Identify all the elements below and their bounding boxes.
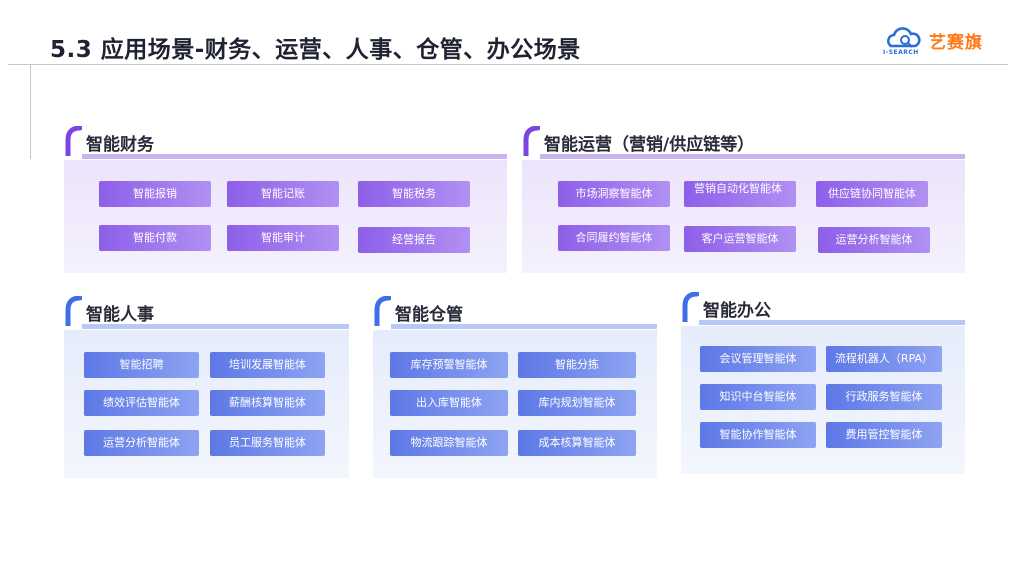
chip-operations-1[interactable]: 市场洞察智能体: [558, 181, 670, 207]
section-title-warehouse: 智能仓管: [395, 305, 463, 325]
section-title-hr: 智能人事: [86, 305, 154, 325]
chip-office-5[interactable]: 智能协作智能体: [700, 422, 816, 448]
chip-office-4[interactable]: 行政服务智能体: [826, 384, 942, 410]
chip-warehouse-6[interactable]: 成本核算智能体: [518, 430, 636, 456]
chip-finance-5[interactable]: 智能审计: [227, 225, 339, 251]
chip-hr-4[interactable]: 薪酬核算智能体: [210, 390, 325, 416]
section-panel: 智能招聘 培训发展智能体 绩效评估智能体 薪酬核算智能体 运营分析智能体 员工服…: [64, 330, 349, 478]
section-underline: [391, 324, 657, 329]
chip-finance-2[interactable]: 智能记账: [227, 181, 339, 207]
section-operations: 智能运营（营销/供应链等） 市场洞察智能体 营销自动化智能体 供应链协同智能体 …: [522, 126, 965, 273]
section-warehouse: 智能仓管 库存预警智能体 智能分拣 出入库智能体 库内规划智能体 物流跟踪智能体…: [373, 296, 657, 478]
logo-wordmark: 艺赛旗: [929, 33, 983, 53]
chip-hr-6[interactable]: 员工服务智能体: [210, 430, 325, 456]
chip-hr-5[interactable]: 运营分析智能体: [84, 430, 199, 456]
chip-office-6[interactable]: 费用管控智能体: [826, 422, 942, 448]
section-underline: [82, 154, 507, 159]
chip-warehouse-5[interactable]: 物流跟踪智能体: [390, 430, 508, 456]
chip-operations-5[interactable]: 客户运营智能体: [684, 226, 796, 252]
chip-hr-3[interactable]: 绩效评估智能体: [84, 390, 199, 416]
section-bracket-icon: [523, 126, 540, 156]
section-panel: 会议管理智能体 流程机器人（RPA） 知识中台智能体 行政服务智能体 智能协作智…: [681, 326, 965, 474]
chip-finance-6[interactable]: 经营报告: [358, 227, 470, 253]
section-hr: 智能人事 智能招聘 培训发展智能体 绩效评估智能体 薪酬核算智能体 运营分析智能…: [64, 296, 349, 478]
section-finance: 智能财务 智能报销 智能记账 智能税务 智能付款 智能审计 经营报告: [64, 126, 507, 273]
chip-office-3[interactable]: 知识中台智能体: [700, 384, 816, 410]
chip-operations-2[interactable]: 营销自动化智能体: [684, 181, 796, 207]
title-divider: [8, 64, 1008, 65]
chip-warehouse-4[interactable]: 库内规划智能体: [518, 390, 636, 416]
logo-subtext: I-SEARCH: [883, 49, 919, 56]
chip-operations-3[interactable]: 供应链协同智能体: [816, 181, 928, 207]
cloud-logo-icon: [887, 27, 921, 48]
section-panel: 库存预警智能体 智能分拣 出入库智能体 库内规划智能体 物流跟踪智能体 成本核算…: [373, 330, 657, 478]
section-underline: [82, 324, 349, 329]
chip-operations-6[interactable]: 运营分析智能体: [818, 227, 930, 253]
page-title: 5.3 应用场景-财务、运营、人事、仓管、办公场景: [50, 37, 581, 63]
section-title-finance: 智能财务: [86, 135, 154, 155]
section-underline: [540, 154, 965, 159]
section-panel: 市场洞察智能体 营销自动化智能体 供应链协同智能体 合同履约智能体 客户运营智能…: [522, 160, 965, 273]
chip-finance-1[interactable]: 智能报销: [99, 181, 211, 207]
chip-warehouse-3[interactable]: 出入库智能体: [390, 390, 508, 416]
chip-office-2[interactable]: 流程机器人（RPA）: [826, 346, 942, 372]
chip-warehouse-2[interactable]: 智能分拣: [518, 352, 636, 378]
chip-finance-3[interactable]: 智能税务: [358, 181, 470, 207]
section-bracket-icon: [682, 292, 699, 322]
chip-hr-2[interactable]: 培训发展智能体: [210, 352, 325, 378]
section-bracket-icon: [374, 296, 391, 326]
chip-finance-4[interactable]: 智能付款: [99, 225, 211, 251]
left-divider: [30, 64, 31, 159]
section-panel: 智能报销 智能记账 智能税务 智能付款 智能审计 经营报告: [64, 160, 507, 273]
section-bracket-icon: [65, 126, 82, 156]
chip-warehouse-1[interactable]: 库存预警智能体: [390, 352, 508, 378]
chip-hr-1[interactable]: 智能招聘: [84, 352, 199, 378]
section-office: 智能办公 会议管理智能体 流程机器人（RPA） 知识中台智能体 行政服务智能体 …: [681, 292, 965, 474]
section-bracket-icon: [65, 296, 82, 326]
section-title-operations: 智能运营（营销/供应链等）: [544, 135, 755, 155]
section-title-office: 智能办公: [703, 301, 771, 321]
brand-logo: I-SEARCH 艺赛旗: [883, 26, 1003, 58]
chip-operations-4[interactable]: 合同履约智能体: [558, 225, 670, 251]
chip-office-1[interactable]: 会议管理智能体: [700, 346, 816, 372]
section-underline: [699, 320, 965, 325]
